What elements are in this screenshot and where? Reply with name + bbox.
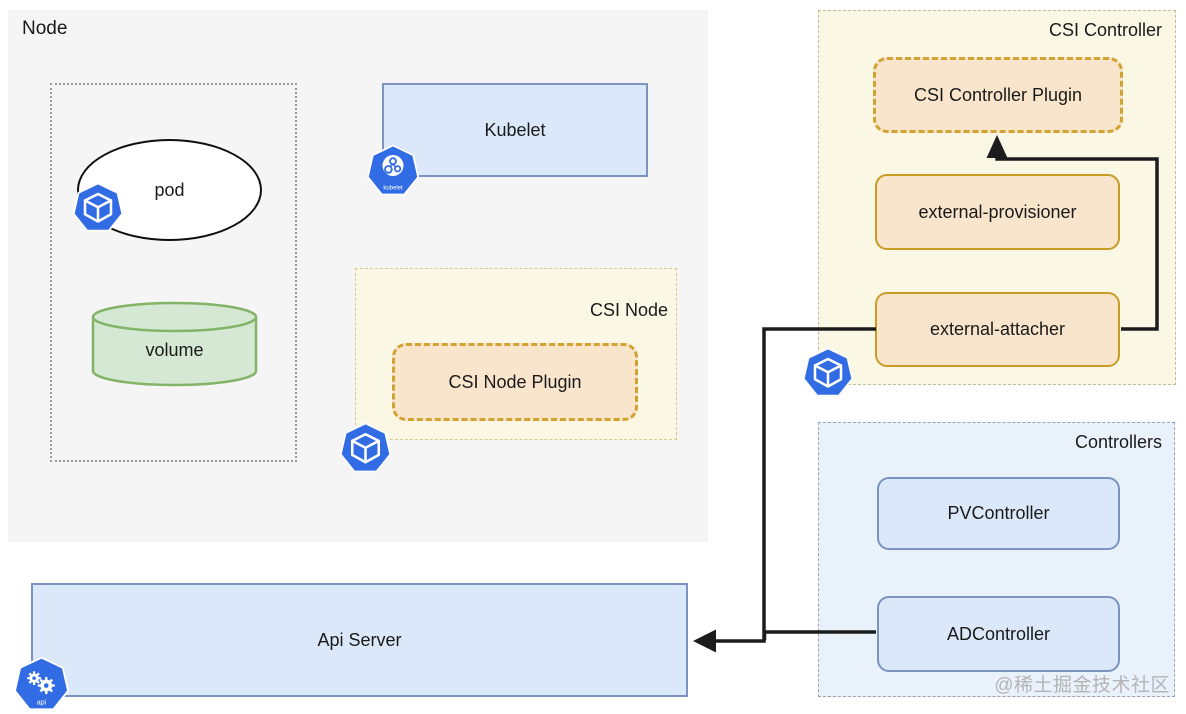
pod-volume-boundary bbox=[50, 83, 297, 462]
kubelet-box: Kubelet bbox=[382, 83, 648, 177]
adcontroller-label: ADController bbox=[946, 623, 1051, 644]
external-attacher-label: external-attacher bbox=[929, 319, 1066, 339]
api-server-box: Api Server bbox=[31, 583, 688, 697]
pod-label: pod bbox=[154, 179, 185, 200]
controllers-label: Controllers bbox=[1074, 432, 1162, 452]
node-label: Node bbox=[22, 18, 68, 39]
cylinder-shape bbox=[91, 301, 258, 387]
volume-label: volume bbox=[145, 340, 204, 360]
external-attacher-box: external-attacher bbox=[875, 292, 1120, 367]
pod-icon bbox=[802, 347, 854, 399]
csi-node-label: CSI Node bbox=[589, 300, 668, 320]
kubelet-label: Kubelet bbox=[484, 119, 546, 140]
csi-node-plugin-box: CSI Node Plugin bbox=[392, 343, 638, 421]
external-provisioner-label: external-provisioner bbox=[918, 201, 1077, 222]
api-server-icon bbox=[13, 656, 70, 713]
adcontroller-box: ADController bbox=[877, 596, 1120, 672]
pvcontroller-box: PVController bbox=[877, 477, 1120, 550]
arrowhead-left-icon bbox=[693, 629, 716, 653]
csi-node-plugin-label: CSI Node Plugin bbox=[448, 371, 582, 392]
csi-controller-plugin-box: CSI Controller Plugin bbox=[873, 57, 1123, 133]
pvcontroller-label: PVController bbox=[947, 503, 1050, 523]
external-provisioner-box: external-provisioner bbox=[875, 174, 1120, 250]
watermark: @稀土掘金技术社区 bbox=[994, 675, 1170, 696]
api-server-label: Api Server bbox=[317, 629, 402, 650]
volume-cylinder: volume bbox=[90, 300, 259, 388]
pod-icon bbox=[339, 422, 392, 475]
pod-icon bbox=[72, 182, 124, 234]
kubelet-icon bbox=[366, 144, 420, 198]
csi-controller-plugin-label: CSI Controller Plugin bbox=[913, 84, 1083, 105]
csi-controller-label: CSI Controller bbox=[1048, 20, 1162, 40]
